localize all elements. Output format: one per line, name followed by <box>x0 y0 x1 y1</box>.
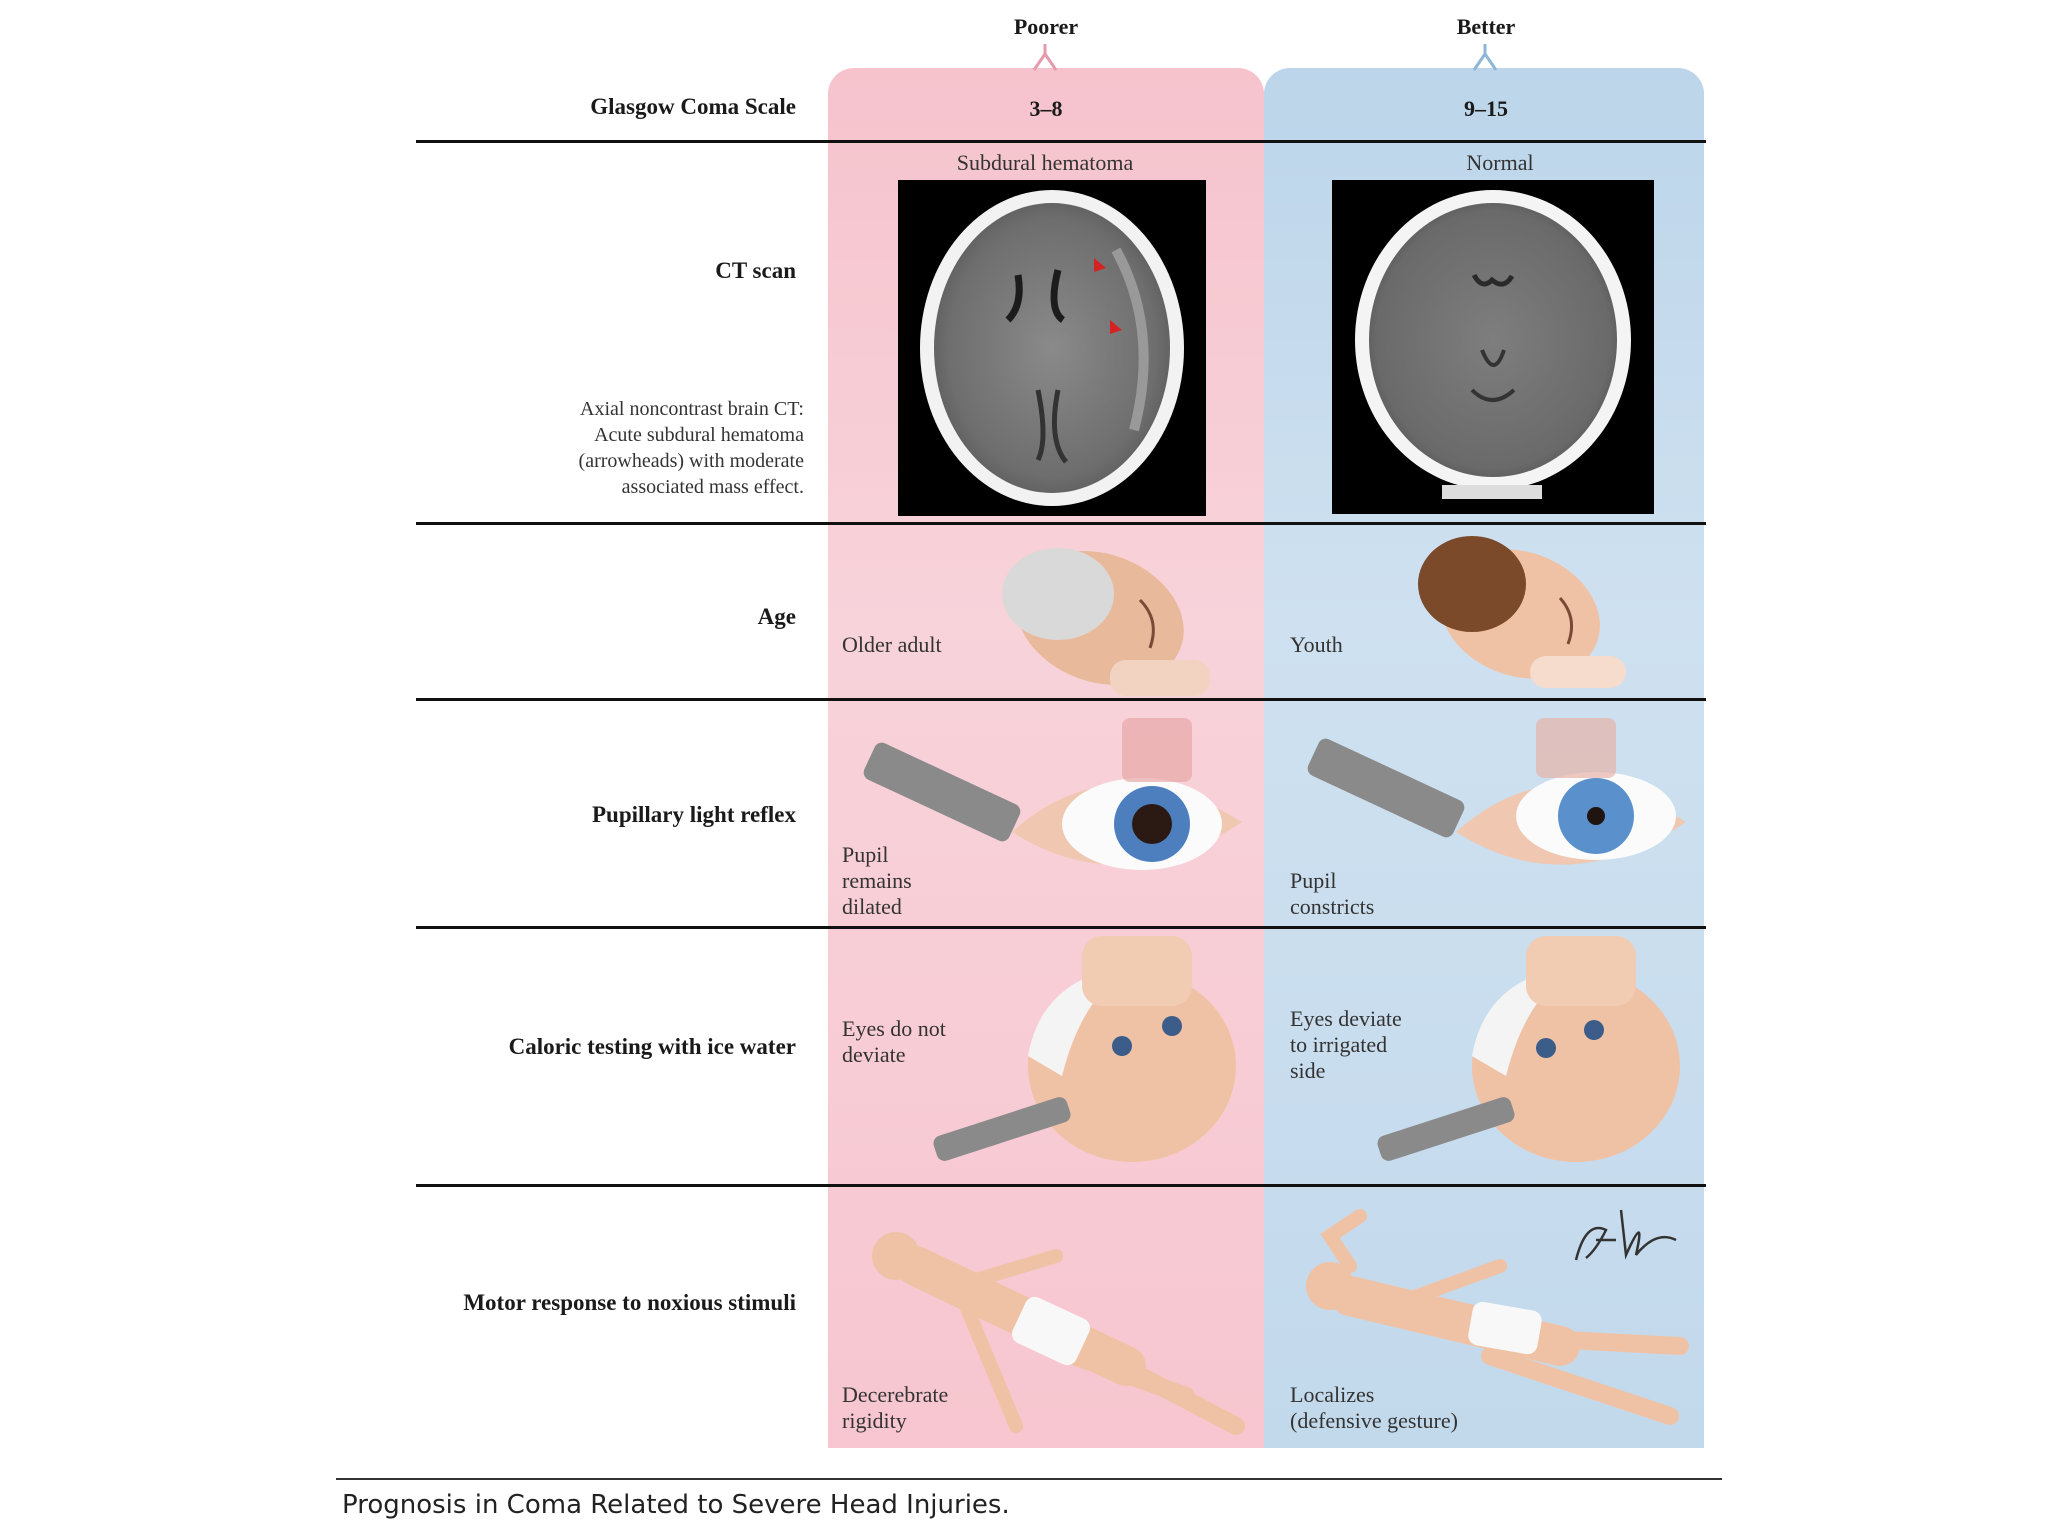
ct-scan-subdural-hematoma <box>898 180 1206 516</box>
ct-better-caption: Normal <box>1466 150 1534 175</box>
age-poorer-caption: Older adult <box>842 632 942 657</box>
decerebrate-rigidity-illustration <box>872 1232 1245 1435</box>
better-header-pointer <box>1472 44 1498 71</box>
gcs-better-value: 9–15 <box>1464 96 1508 121</box>
row-label-gcs: Glasgow Coma Scale <box>590 94 796 119</box>
youth-head-illustration <box>1418 536 1626 688</box>
row-label-age: Age <box>757 604 796 629</box>
dilated-pupil-illustration <box>863 718 1242 870</box>
artist-signature <box>1574 1209 1677 1261</box>
row-divider <box>416 140 1706 143</box>
caloric-test-better-illustration <box>1377 936 1680 1162</box>
motor-better-caption: Localizes (defensive gesture) <box>1290 1382 1458 1433</box>
row-label-ct: CT scan <box>715 258 796 283</box>
footer-rule <box>336 1478 1722 1480</box>
pupil-poorer-caption: Pupil remains dilated <box>842 842 912 919</box>
poorer-header-pointer <box>1032 44 1058 71</box>
column-header-poorer: Poorer <box>1013 14 1079 39</box>
motor-poorer-caption: Decerebrate rigidity <box>842 1382 949 1433</box>
caloric-poorer-caption: Eyes do not deviate <box>842 1016 946 1067</box>
row-label-pupil: Pupillary light reflex <box>591 802 796 827</box>
localizes-defensive-gesture-illustration <box>1306 1209 1689 1425</box>
ct-poorer-caption: Subdural hematoma <box>956 150 1134 175</box>
column-header-better: Better <box>1456 14 1516 39</box>
pupil-better-caption: Pupil constricts <box>1290 868 1375 919</box>
constricted-pupil-illustration <box>1307 718 1686 865</box>
caloric-better-caption: Eyes deviate to irrigated side <box>1290 1006 1402 1083</box>
older-adult-head-illustration <box>1002 548 1210 696</box>
figure-caption: Prognosis in Coma Related to Severe Head… <box>342 1490 1010 1520</box>
row-divider <box>416 698 1706 701</box>
row-label-caloric: Caloric testing with ice water <box>508 1034 796 1059</box>
row-divider <box>416 1184 1706 1187</box>
row-divider <box>416 522 1706 525</box>
age-better-caption: Youth <box>1290 632 1343 657</box>
row-divider <box>416 926 1706 929</box>
ct-scan-normal <box>1332 180 1654 514</box>
row-label-motor: Motor response to noxious stimuli <box>463 1290 796 1315</box>
ct-note: Axial noncontrast brain CT: Acute subdur… <box>578 398 804 498</box>
gcs-poorer-value: 3–8 <box>1029 96 1063 121</box>
caloric-test-poorer-illustration <box>933 936 1236 1162</box>
